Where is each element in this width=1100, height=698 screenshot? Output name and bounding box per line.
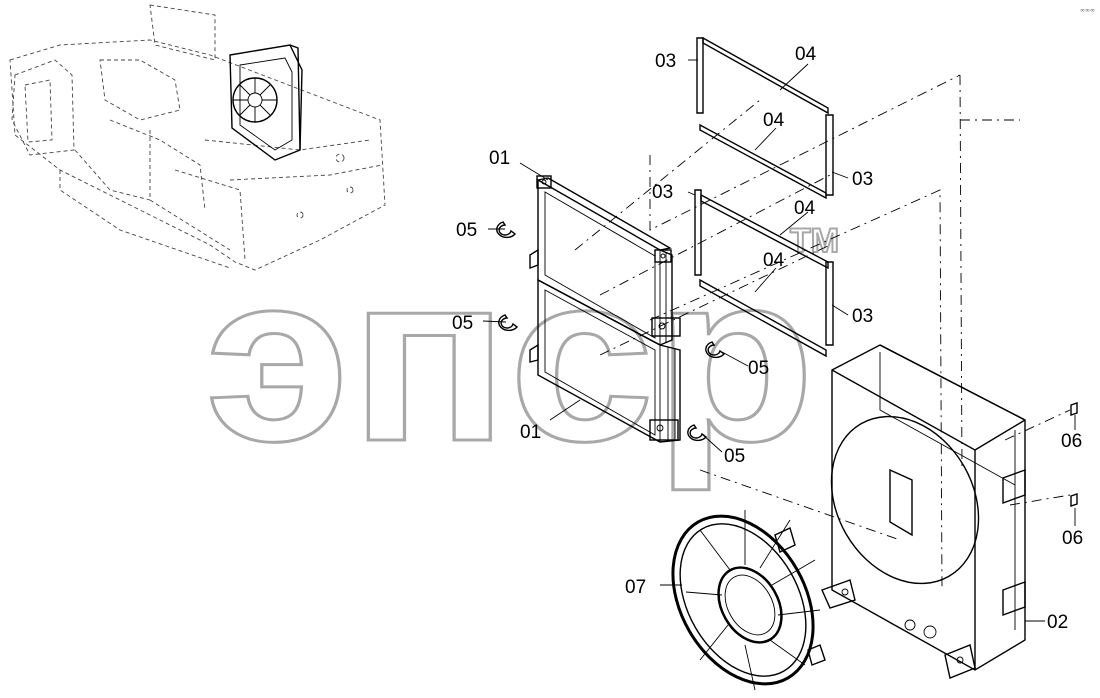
seal-strips-lower [694,189,834,358]
callout-02: 02 [1047,612,1068,633]
callout-07: 07 [625,577,646,598]
callout-05-b: 05 [452,313,473,334]
part-labels: 01 01 02 03 03 03 03 04 04 04 04 05 05 0… [452,44,1083,633]
callout-04-d: 04 [763,250,785,271]
callout-03-b: 03 [852,169,873,190]
callout-01-upper: 01 [489,148,510,169]
radiator-core-lower [529,248,681,443]
callout-05-a: 05 [456,220,477,241]
callout-05-d: 05 [724,446,745,467]
callout-04-a: 04 [795,44,817,65]
callout-04-b: 04 [763,110,785,131]
machine-overview-outline [9,4,386,271]
callout-03-a: 03 [655,51,676,72]
callout-01-lower: 01 [520,422,541,443]
callout-06-a: 06 [1061,431,1082,452]
callout-05-c: 05 [748,358,769,379]
leader-lines [482,59,1076,622]
callout-04-c: 04 [794,198,816,219]
overview-cooler-unit [229,44,303,161]
bolt-parts [1070,402,1078,507]
fan-guard [671,510,826,691]
shroud-frame [821,344,1026,679]
corner-mark: ∞∞∞ [1080,7,1095,14]
callout-06-b: 06 [1062,528,1083,549]
assembly-guide-lines [574,74,1071,591]
callout-03-d: 03 [852,306,873,327]
callout-03-c: 03 [652,182,673,203]
